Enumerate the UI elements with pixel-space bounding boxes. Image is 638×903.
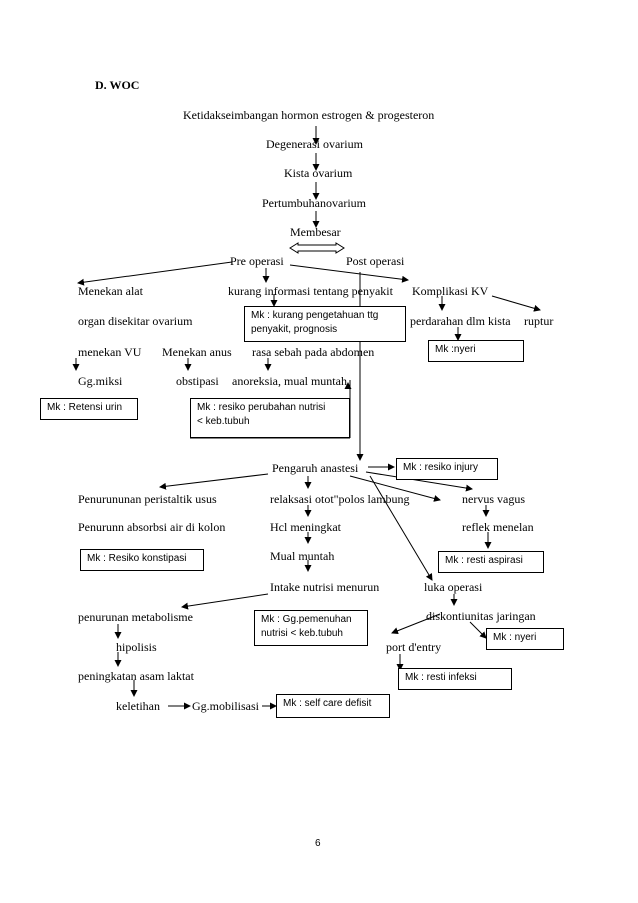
- node-anoreksia: anoreksia, mual muntah: [232, 374, 347, 388]
- node-port-entry: port d'entry: [386, 640, 442, 654]
- node-penurunan-absorbsi: Penurunn absorbsi air di kolon: [78, 520, 226, 534]
- node-reflek-menelan: reflek menelan: [462, 520, 534, 534]
- node-degenerasi: Degenerasi ovarium: [266, 137, 363, 151]
- page-number: 6: [315, 838, 321, 849]
- node-pengaruh-anastesi: Pengaruh anastesi: [272, 461, 359, 475]
- node-ketidakseimbangan: Ketidakseimbangan hormon estrogen & prog…: [183, 108, 435, 122]
- node-penurunan-metabolisme: penurunan metabolisme: [78, 610, 193, 624]
- node-obstipasi: obstipasi: [176, 374, 219, 388]
- diagnosis-gg-pemenuhan-nutrisi-line2: nutrisi < keb.tubuh: [261, 628, 343, 639]
- diagnosis-self-care: Mk : self care defisit: [276, 694, 390, 718]
- node-hipolisis: hipolisis: [116, 640, 157, 654]
- node-penurunan-peristaltik: Penurununan peristaltik usus: [78, 492, 217, 506]
- node-ruptur: ruptur: [524, 314, 554, 328]
- node-nervus-vagus: nervus vagus: [462, 492, 525, 506]
- diagnosis-resti-infeksi: Mk : resti infeksi: [398, 668, 512, 690]
- node-luka-operasi: luka operasi: [424, 580, 483, 594]
- node-komplikasi: Komplikasi KV: [412, 284, 489, 298]
- node-membesar: Membesar: [290, 225, 341, 239]
- node-organ: organ disekitar ovarium: [78, 314, 193, 328]
- node-diskontiunitas: diskontiunitas jaringan: [426, 609, 536, 623]
- node-rasa-sebah: rasa sebah pada abdomen: [252, 345, 375, 359]
- diagnosis-nyeri-pre: Mk :nyeri: [428, 340, 524, 362]
- diagnosis-resiko-nutrisi: Mk : resiko perubahan nutrisi < keb.tubu…: [190, 398, 350, 438]
- node-perdarahan: perdarahan dlm kista: [410, 314, 511, 328]
- node-relaksasi: relaksasi otot"polos lambung: [270, 492, 410, 506]
- node-menekan-alat: Menekan alat: [78, 284, 143, 298]
- node-hcl: Hcl meningkat: [270, 520, 341, 534]
- node-keletihan: keletihan: [116, 699, 160, 713]
- diagnosis-nyeri-post: Mk : nyeri: [486, 628, 564, 650]
- node-mual-muntah: Mual muntah: [270, 549, 335, 563]
- node-kista: Kista ovarium: [284, 166, 353, 180]
- diagnosis-kurang-pengetahuan-line1: Mk : kurang pengetahuan ttg: [251, 310, 379, 321]
- diagnosis-resiko-nutrisi-line2: < keb.tubuh: [197, 416, 250, 427]
- diagnosis-resti-aspirasi: Mk : resti aspirasi: [438, 551, 544, 573]
- node-asam-laktat: peningkatan asam laktat: [78, 669, 194, 683]
- node-pertumbuhan: Pertumbuhanovarium: [262, 196, 366, 210]
- node-gg-miksi: Gg.miksi: [78, 374, 123, 388]
- diagnosis-gg-pemenuhan-nutrisi-line1: Mk : Gg.pemenuhan: [261, 614, 352, 625]
- diagnosis-retensi-urin: Mk : Retensi urin: [40, 398, 138, 420]
- diagnosis-kurang-pengetahuan: Mk : kurang pengetahuan ttg penyakit, pr…: [244, 306, 406, 342]
- diagnosis-gg-pemenuhan-nutrisi: Mk : Gg.pemenuhan nutrisi < keb.tubuh: [254, 610, 368, 646]
- diagnosis-kurang-pengetahuan-line2: penyakit, prognosis: [251, 324, 338, 335]
- node-pre-operasi: Pre operasi: [230, 254, 284, 268]
- diagnosis-resiko-injury: Mk : resiko injury: [396, 458, 498, 480]
- diagnosis-resiko-nutrisi-line1: Mk : resiko perubahan nutrisi: [197, 402, 326, 413]
- node-post-operasi: Post operasi: [346, 254, 405, 268]
- node-gg-mobilisasi: Gg.mobilisasi: [192, 699, 260, 713]
- section-heading: D. WOC: [95, 78, 140, 92]
- diagnosis-resiko-konstipasi: Mk : Resiko konstipasi: [80, 549, 204, 571]
- node-menekan-vu: menekan VU: [78, 345, 142, 359]
- node-kurang-informasi: kurang informasi tentang penyakit: [228, 284, 393, 298]
- node-menekan-anus: Menekan anus: [162, 345, 232, 359]
- node-intake-nutrisi: Intake nutrisi menurun: [270, 580, 380, 594]
